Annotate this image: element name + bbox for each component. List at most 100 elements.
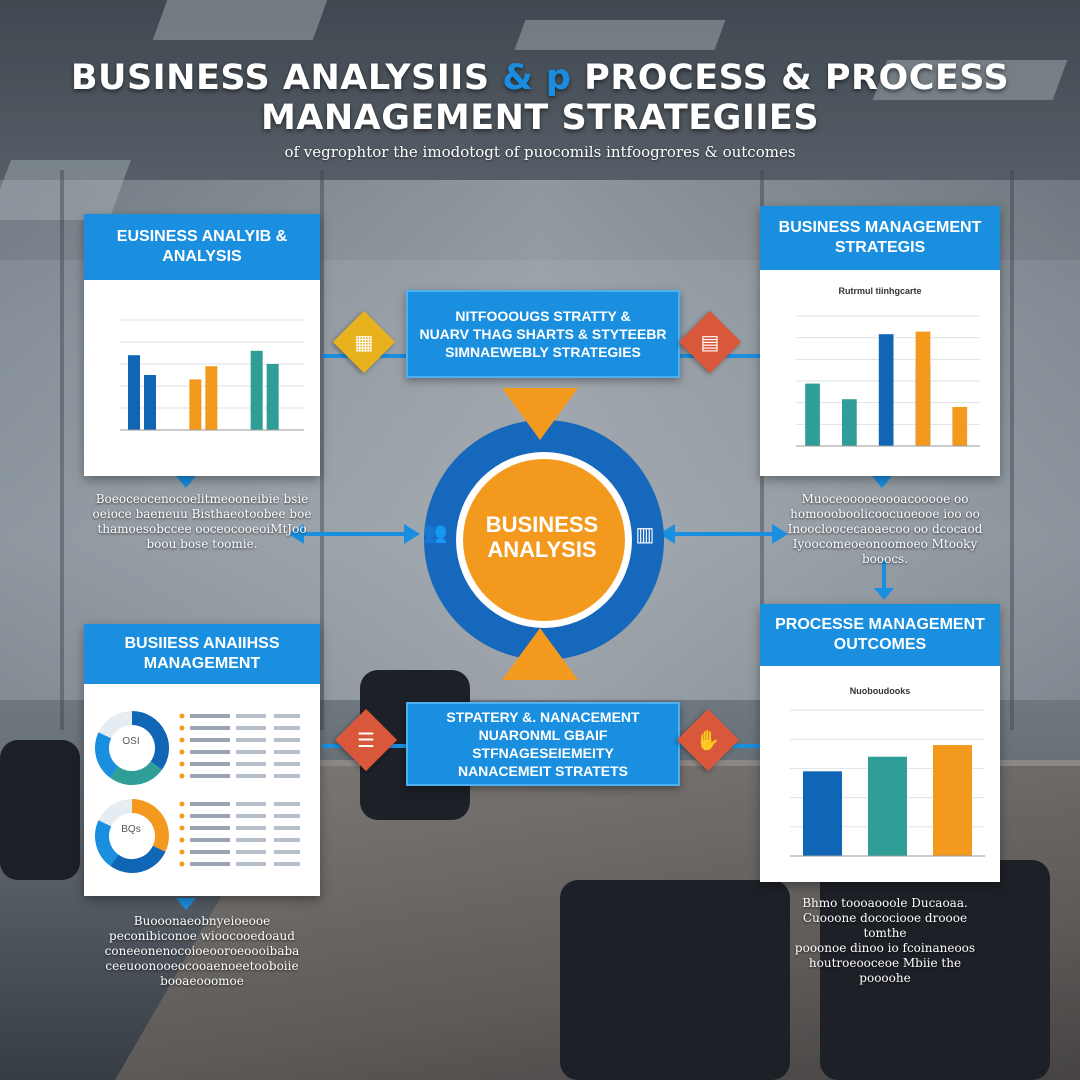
legend-text-line [274, 774, 300, 778]
banner-line: NUARV THAG SHARTS & STYTEEBR [419, 326, 667, 342]
donut-label: BQs [121, 824, 141, 835]
donut-label: OSI [122, 736, 140, 747]
caption-bottom-right: Bhmo toooaooole Ducaoaa. Cuooone dococio… [780, 896, 990, 986]
legend-text-line [274, 714, 300, 718]
office-chair [820, 860, 1050, 1080]
chart-bar [250, 350, 263, 430]
panel-heading: EUSINESS ANALYIB &ANALYSIS [84, 214, 320, 280]
chart-bar [915, 331, 931, 446]
legend-text-line [236, 838, 266, 842]
panel-heading-line: BUSIIESS ANAIIHSS [124, 635, 280, 652]
legend-text-line [236, 826, 266, 830]
legend-dot [179, 825, 185, 831]
legend-text-line [236, 774, 266, 778]
chart-bar [842, 399, 857, 446]
legend-dot [179, 849, 185, 855]
window-mullion [60, 170, 64, 730]
donut-slice [131, 799, 169, 852]
caption-line: Muoceooooeoooacooooe oo [801, 492, 969, 506]
legend-dot [179, 801, 185, 807]
legend-dot [179, 813, 185, 819]
caption-line: Buooonaeobnyeioeooe [133, 914, 271, 928]
caption-line: ceeuoonooeocooaenoeetooboiie [105, 959, 299, 973]
legend-text-line [274, 826, 300, 830]
chart-bar [952, 407, 968, 446]
legend-text-line [274, 750, 300, 754]
legend-text-line [274, 726, 300, 730]
donut-slice [98, 799, 133, 827]
donut-slice [110, 761, 162, 785]
chart-title: Nuoboudooks [849, 686, 911, 696]
panel-heading-line: STRATEGIS [834, 239, 926, 256]
arrow-right [404, 524, 420, 544]
donut-slice [98, 711, 133, 739]
legend-text-line [236, 862, 266, 866]
legend-text-line [274, 850, 300, 854]
legend-dot [179, 761, 185, 767]
caption-line: thamoesobccee ooceocooeoiMtJoo [97, 522, 307, 536]
caption-line: homoooboolicoocuoeooe ioo oo [790, 507, 980, 521]
caption-line: booaeooomoe [160, 974, 244, 988]
panel-heading-line: MANAGEMENT [143, 655, 261, 672]
chart-bar [189, 379, 202, 430]
chart-icon: ▥ [635, 524, 655, 546]
subtitle: of vegrophtor the imodotogt of puocomils… [284, 143, 796, 161]
legend-text-line [190, 726, 230, 730]
legend-text-line [190, 738, 230, 742]
legend-dot [179, 749, 185, 755]
caption-line: Cuooone docociooe droooe tomthe [802, 911, 968, 940]
bar-chart-analysis [120, 319, 304, 431]
checklist-icon: ☰ [334, 708, 398, 772]
panel-heading-line: ANALYSIS [162, 248, 242, 265]
chart-bar [878, 334, 894, 446]
hub-label-line: ANALYSIS [487, 537, 597, 562]
banner-strategy-bottom: STPATERY &. NANACEMENT NUARONML GBAIF ST… [406, 702, 680, 786]
caption-line: peconibiconoe wioocooedoaud [109, 929, 295, 943]
chart-bar [266, 364, 279, 430]
chart-bar [933, 745, 972, 856]
caption-line: boou bose toomie. [146, 537, 258, 551]
legend-text-line [236, 726, 266, 730]
chart-bar [205, 366, 218, 430]
caption-line: Bhmo toooaooole Ducaoaa. [802, 896, 968, 910]
caption-line: Iyoocomeoeonoomoeo Mtooky [792, 537, 978, 551]
arrow-down [176, 898, 196, 910]
caption-bottom-left: Buooonaeobnyeioeooe peconibiconoe wiooco… [84, 914, 320, 989]
caption-line: poooohe [859, 971, 911, 985]
arrow-down [874, 588, 894, 600]
panel-business-analysis: EUSINESS ANALYIB &ANALYSIS [84, 214, 320, 476]
banner-line: STPATERY &. NANACEMENT [446, 709, 640, 725]
panel-heading: BUSINESS MANAGEMENT STRATEGIS [760, 206, 1000, 270]
legend-text-line [274, 814, 300, 818]
caption-line: oeioce baeneuu Bisthaeotoobee boe [92, 507, 312, 521]
legend-text-line [190, 714, 230, 718]
donut-slice [110, 845, 166, 873]
legend-text-line [236, 802, 266, 806]
legend-text-line [236, 750, 266, 754]
legend-text-line [190, 826, 230, 830]
chart-bar [128, 355, 140, 430]
legend-text-line [274, 838, 300, 842]
caption-top-left: Boeoceocenocoelitmeooneibie bsie oeioce … [80, 492, 324, 552]
main-title-line1: BUSINESS ANALYSIIS & p PROCESS & PROCESS [70, 58, 1010, 98]
legend-dot [179, 837, 185, 843]
legend-text-line [190, 814, 230, 818]
chart-bar [805, 383, 820, 446]
bar-chart-management [796, 315, 980, 447]
panel-heading-line: BUSINESS MANAGEMENT [778, 219, 982, 236]
legend-text-line [190, 802, 230, 806]
caption-line: booocs. [861, 552, 909, 566]
team-icon [502, 388, 578, 440]
banner-strategy-top: NITFOOOUGS STRATTY & NUARV THAG SHARTS &… [406, 290, 680, 378]
legend-dot [179, 725, 185, 731]
arrow-right [772, 524, 788, 544]
hub-label-line: BUSINESS [485, 512, 599, 537]
banner-line: NITFOOOUGS STRATTY & [455, 308, 631, 324]
people-icon: 👥 [422, 522, 448, 544]
connector-line [882, 560, 886, 590]
legend-text-line [190, 762, 230, 766]
